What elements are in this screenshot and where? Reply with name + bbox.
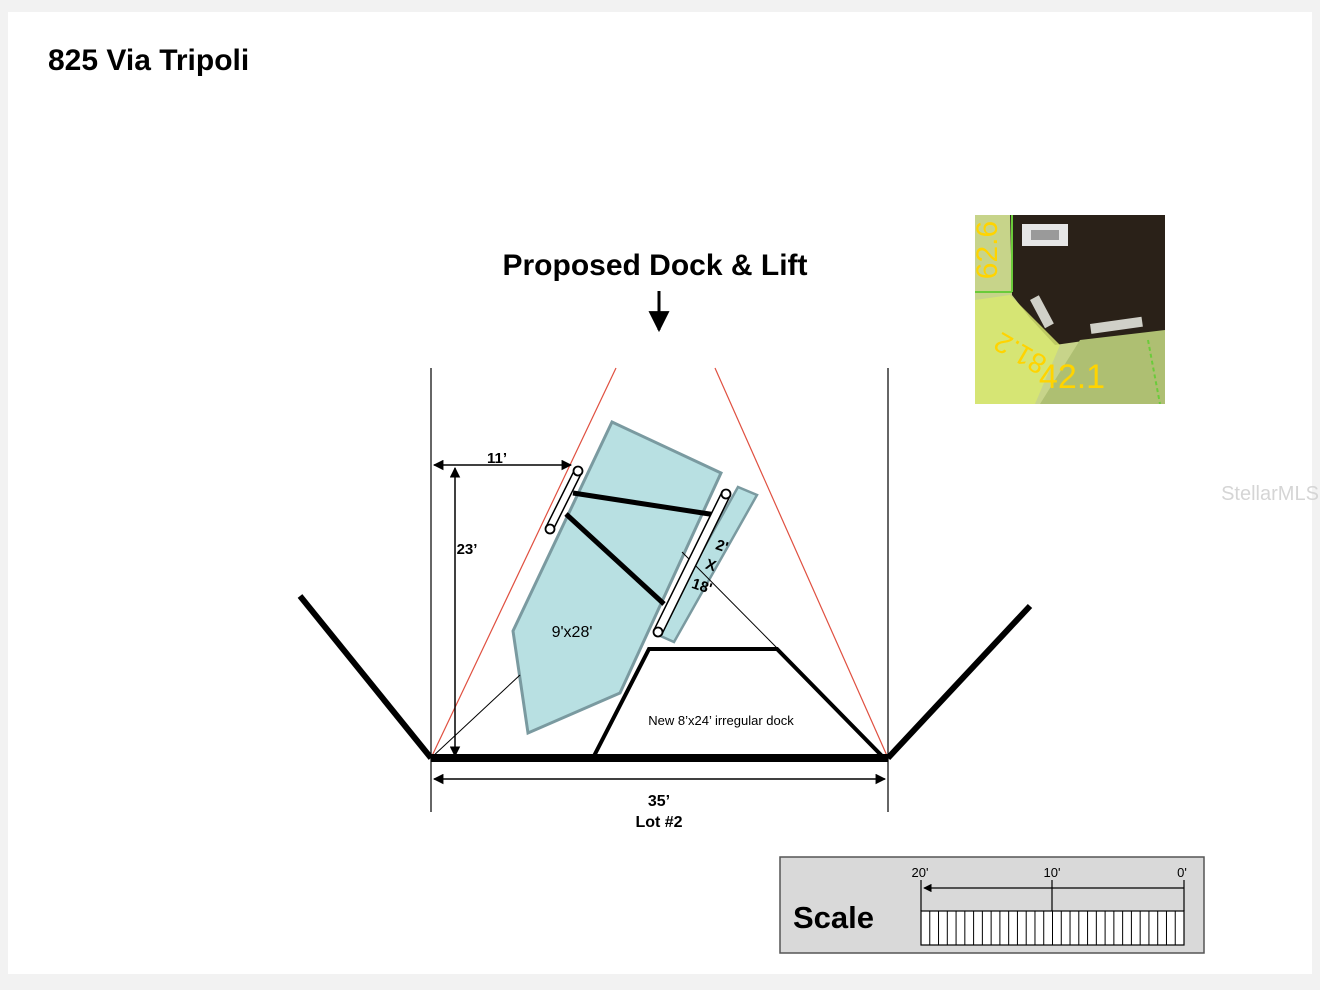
drawing-heading: Proposed Dock & Lift — [502, 249, 807, 282]
lift-beam-lower — [564, 512, 666, 606]
walkway-label-top: 2' — [714, 537, 731, 557]
dim-depth-label: 23’ — [457, 541, 478, 558]
aerial-label-top: 62.6 — [971, 221, 1004, 279]
lot-width-label: 35’ — [648, 793, 670, 810]
lot-name-label: Lot #2 — [635, 814, 682, 831]
scale-box: Scale 20' 10' 0' — [779, 856, 1205, 954]
guide-line-left — [430, 674, 521, 759]
walkway-label-bottom: 18' — [690, 575, 715, 597]
page-title: 825 Via Tripoli — [48, 44, 250, 77]
scale-tick-right: 0' — [1177, 865, 1187, 880]
scale-tick-left: 20' — [912, 865, 929, 880]
seawall-left — [297, 594, 434, 760]
right-setback-line — [714, 367, 889, 759]
aerial-photo-inset — [975, 215, 1165, 404]
lift-pile — [544, 523, 556, 535]
boat-label: 9'x28' — [552, 624, 593, 641]
aerial-label-right: 42.1 — [1039, 358, 1105, 396]
watermark: StellarMLS — [1221, 483, 1319, 505]
scale-title: Scale — [793, 900, 874, 935]
scale-bar-ticks — [929, 911, 1176, 945]
left-setback-line — [430, 367, 617, 759]
dock-label: New 8’x24’ irregular dock — [648, 713, 794, 728]
seawall-right — [885, 603, 1033, 761]
guide-line-right — [681, 551, 780, 651]
lift-pile — [572, 465, 584, 477]
new-dock-outline — [590, 647, 887, 758]
lift-beam-upper — [572, 490, 717, 518]
scale-tick-mid: 10' — [1044, 865, 1061, 880]
lift-pile — [720, 488, 732, 500]
lift-pile — [652, 626, 664, 638]
boat-outline — [511, 420, 723, 736]
dim-offset-label: 11’ — [487, 450, 507, 467]
walkway-label-mid: X — [703, 556, 718, 575]
